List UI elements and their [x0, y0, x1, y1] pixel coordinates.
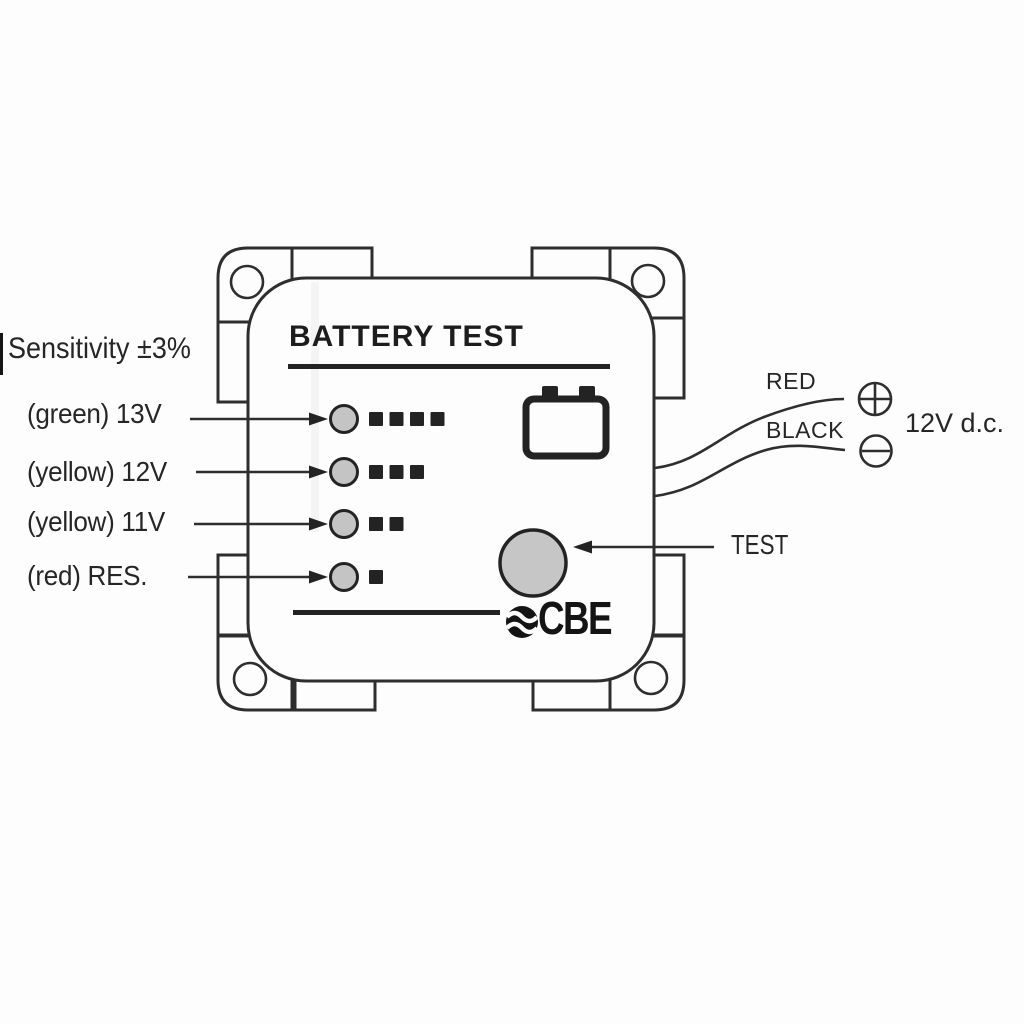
test-callout-arrow [573, 540, 714, 554]
led-row-3 [329, 509, 404, 539]
screw-hole-top-left [229, 264, 265, 300]
scan-artifact [0, 333, 3, 375]
level-segment [369, 517, 383, 531]
level-segment [410, 412, 424, 426]
led-row-4 [329, 562, 383, 592]
brand-mark-wave-bottom [505, 621, 539, 635]
red-wire-label: RED [766, 368, 817, 394]
test-button [498, 528, 568, 598]
level-segment [410, 465, 424, 479]
level-segment [389, 465, 404, 479]
level-segment [389, 517, 404, 531]
supply-voltage-label: 12V d.c. [905, 408, 1005, 438]
led-row-1 [329, 404, 445, 434]
led-indicator [329, 509, 359, 539]
level-segment [389, 412, 404, 426]
scan-streak [311, 282, 319, 532]
level-segment [369, 412, 383, 426]
led-row-2 [329, 457, 424, 487]
screw-hole-bottom-right [633, 660, 669, 696]
brand-mark-wave-top [505, 610, 539, 624]
test-annotation: TEST [731, 529, 789, 560]
red-wire [654, 397, 845, 470]
arrowhead-11v [309, 517, 328, 531]
led-label-13v: (green) 13V [27, 398, 162, 429]
led-rows [329, 404, 445, 592]
title-underline [288, 364, 610, 369]
led-indicator [329, 457, 359, 487]
level-segment [430, 412, 445, 426]
led-callout-arrows [188, 412, 328, 584]
panel-title: BATTERY TEST [289, 320, 524, 353]
arrowhead-test [573, 540, 592, 554]
led-label-res: (red) RES. [27, 560, 148, 591]
arrowhead-12v [309, 465, 328, 479]
battery-icon [522, 386, 610, 460]
sensitivity-note: Sensitivity ±3% [8, 332, 191, 365]
screw-hole-bottom-left [232, 661, 268, 697]
black-wire-label: BLACK [766, 417, 844, 443]
level-segment [369, 570, 383, 584]
arrowhead-13v [309, 412, 328, 426]
led-label-11v: (yellow) 11V [27, 506, 166, 537]
plus-circle-icon [857, 381, 893, 417]
arrowhead-res [309, 570, 328, 584]
bottom-rule [293, 610, 500, 615]
led-indicator [329, 562, 359, 592]
led-indicator [329, 404, 359, 434]
level-segment [369, 465, 383, 479]
black-wire [654, 444, 846, 498]
battery-body [522, 395, 610, 460]
led-label-12v: (yellow) 12V [27, 456, 167, 487]
screw-hole-top-right [630, 263, 666, 299]
cbe-wave-logo-icon [505, 606, 539, 638]
minus-circle-icon [859, 434, 893, 468]
brand-wordmark: CBE [538, 592, 613, 644]
